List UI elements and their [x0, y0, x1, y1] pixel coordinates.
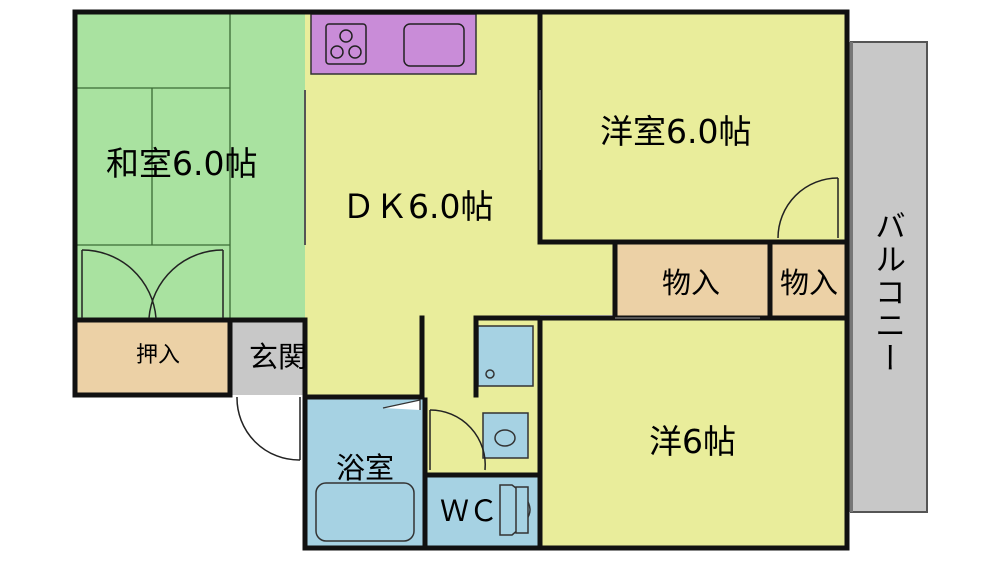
toilet-icon — [499, 484, 531, 536]
label-bath: 浴室 — [336, 451, 395, 485]
label-oshiire: 押入 — [136, 343, 181, 368]
label-balcony: バルコニー — [869, 210, 905, 375]
kitchen-counter — [310, 13, 477, 75]
storage-1 — [615, 242, 770, 318]
label-yoshitsu-top: 洋室6.0帖 — [600, 112, 752, 151]
dk-extension — [420, 240, 615, 315]
label-yoshitsu-bottom: 洋6帖 — [649, 422, 736, 461]
label-storage-2: 物入 — [780, 266, 839, 300]
label-wc: ＷＣ — [440, 494, 499, 528]
oshiire — [75, 320, 230, 395]
balcony — [850, 41, 928, 513]
washitsu-room — [75, 12, 305, 320]
label-washitsu: 和室6.0帖 — [106, 144, 258, 183]
storage-2 — [770, 242, 847, 318]
washing-machine-icon — [477, 325, 534, 387]
genkan — [230, 320, 305, 395]
stove-icon — [325, 23, 367, 65]
sink-icon — [403, 23, 465, 67]
bathtub-icon — [315, 482, 415, 542]
label-storage-1: 物入 — [662, 266, 721, 300]
washbasin-icon — [482, 412, 529, 459]
yoshitsu-bottom-room — [540, 318, 847, 548]
label-genkan: 玄関 — [249, 340, 308, 374]
label-dk: ＤＫ6.0帖 — [342, 187, 494, 226]
yoshitsu-top-room — [540, 12, 847, 242]
